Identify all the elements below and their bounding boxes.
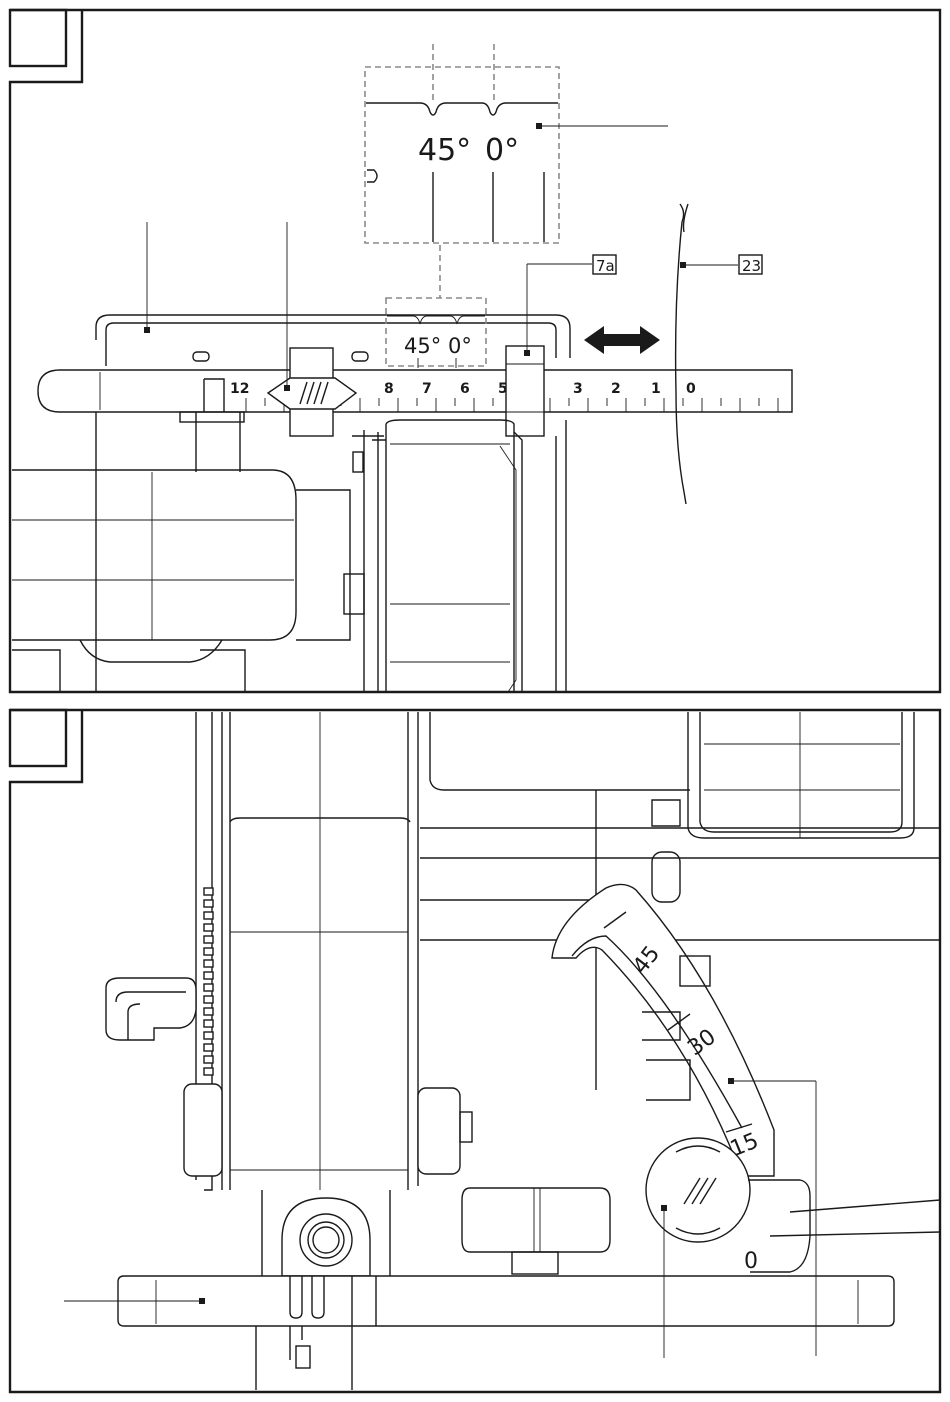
blade-tooth <box>204 996 213 1003</box>
figure-bottom: 45 30 15 0 <box>10 710 940 1392</box>
double-arrow-icon <box>584 326 660 354</box>
frame-top <box>10 10 940 692</box>
window-label-45: 45° <box>404 334 441 358</box>
blade-tooth <box>204 1032 213 1039</box>
blade-tooth <box>204 912 213 919</box>
figure-number-box-bottom <box>10 710 66 766</box>
saw-body-top <box>12 412 384 692</box>
window-label-0: 0° <box>448 334 472 358</box>
zoom-window: 45° 0° <box>365 44 668 298</box>
ruler-label-3: 3 <box>573 381 583 397</box>
callout-23: 23 <box>742 257 761 275</box>
ruler-label-1: 1 <box>651 381 661 397</box>
blade-tooth <box>204 1056 213 1063</box>
blade-tooth <box>204 1020 213 1027</box>
ruler-label-0: 0 <box>686 381 696 397</box>
blade-tooth <box>204 924 213 931</box>
ruler-label-12: 12 <box>230 381 249 397</box>
base-plate <box>118 1276 894 1390</box>
blade-tooth <box>204 936 213 943</box>
pivot-mount <box>262 1190 390 1276</box>
callout-7a: 7a <box>596 257 615 275</box>
locking-knob-icon <box>268 348 356 436</box>
zoom-label-0: 0° <box>485 133 519 168</box>
blade-housing-bottom <box>196 712 418 1190</box>
blade-tooth <box>204 888 213 895</box>
scale-window: 45° 0° <box>386 298 486 368</box>
depth-knob <box>418 1088 460 1174</box>
figure-top: 45° 0° 45° 0° <box>10 10 940 692</box>
ruler-bar: 12 8 7 6 5 3 2 1 0 <box>38 370 792 412</box>
bevel-clamp-knob <box>462 1188 610 1274</box>
blade-tooth <box>204 1068 213 1075</box>
blade-tooth <box>204 972 213 979</box>
ruler-label-8: 8 <box>384 381 394 397</box>
zoom-label-45: 45° <box>418 133 471 168</box>
blade-tooth <box>204 900 213 907</box>
blade-tooth <box>204 948 213 955</box>
blade-tooth <box>204 1044 213 1051</box>
locking-knob-bottom: 0 <box>646 1138 940 1274</box>
ruler-label-2: 2 <box>611 381 621 397</box>
bevel-label-0: 0 <box>744 1249 758 1274</box>
figure-number-box-top <box>10 10 66 66</box>
bevel-scale: 45 30 15 <box>552 884 774 1176</box>
ruler-label-7: 7 <box>422 381 432 397</box>
ruler-label-6: 6 <box>460 381 470 397</box>
blade-tooth <box>204 960 213 967</box>
blade-tooth <box>204 1008 213 1015</box>
blade-housing-top <box>372 420 566 692</box>
blade-tooth <box>204 984 213 991</box>
